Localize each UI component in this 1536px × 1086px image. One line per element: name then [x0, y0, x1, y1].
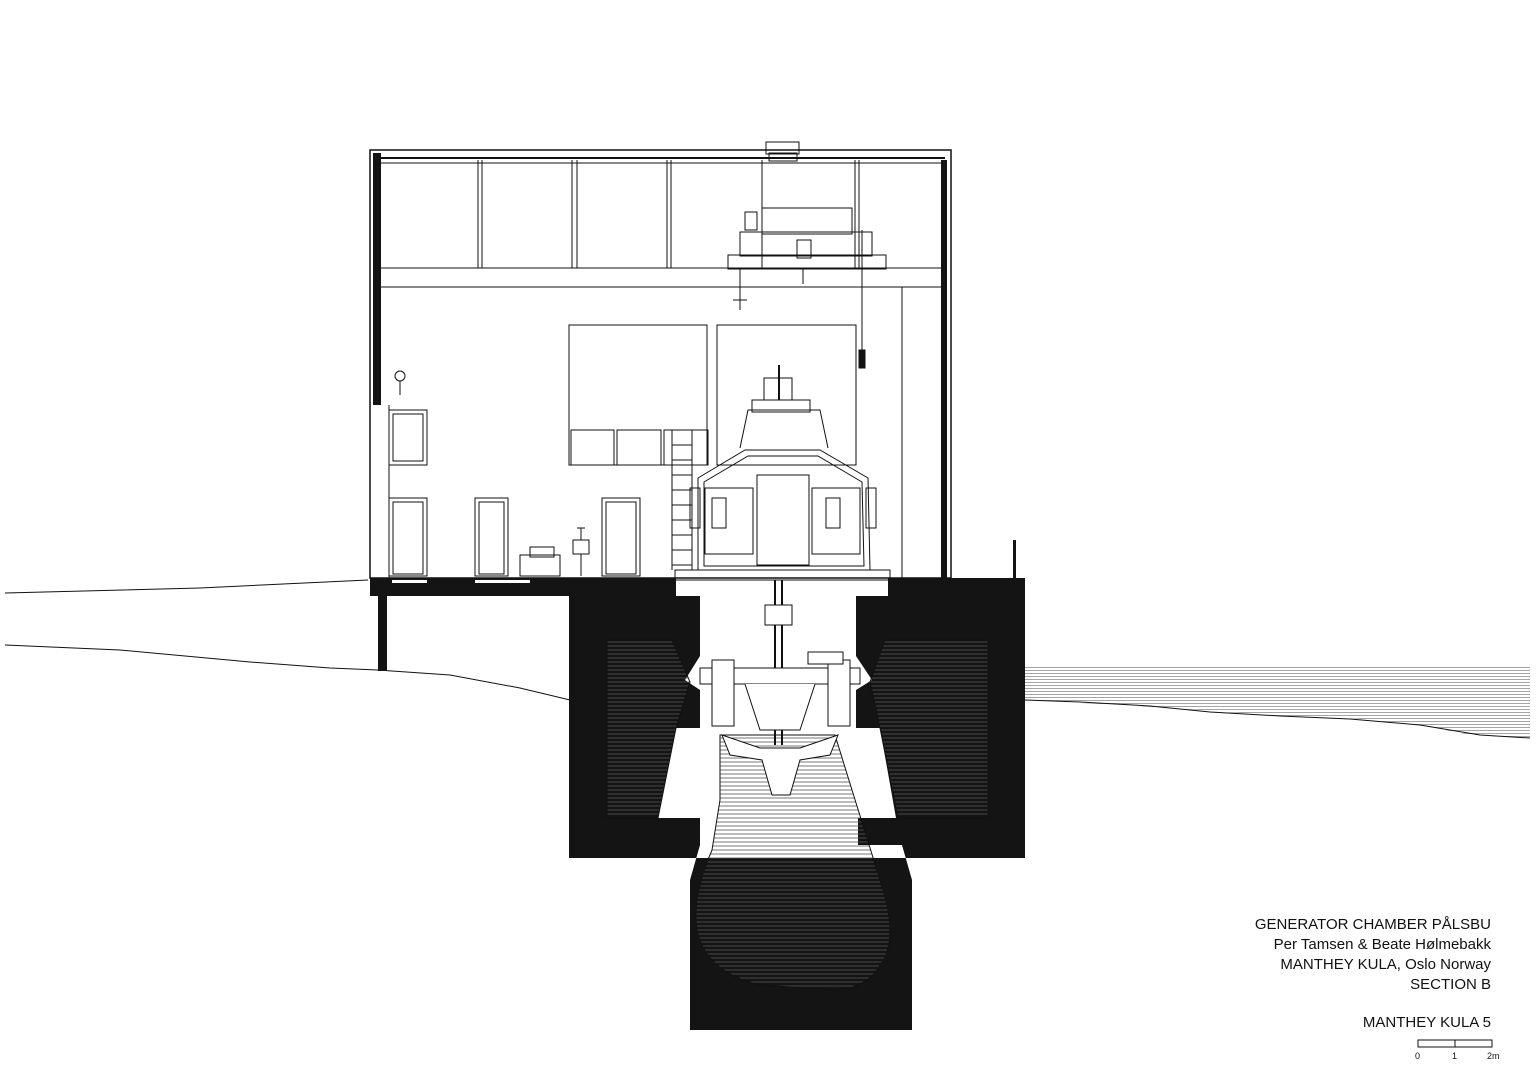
turbine	[699, 580, 861, 796]
scale-bar: 0 1 2m	[1415, 1039, 1500, 1061]
floor-slab	[370, 540, 1025, 671]
overhead-crane	[727, 207, 887, 369]
scale-label-1: 1	[1452, 1051, 1457, 1061]
architects: Per Tamsen & Beate Hølmebakk	[1273, 936, 1491, 953]
wall-panels	[568, 324, 857, 466]
scale-label-2m: 2m	[1487, 1051, 1500, 1061]
scale-label-0: 0	[1415, 1051, 1420, 1061]
terrain-left	[4, 579, 571, 701]
drawing-name: SECTION B	[1410, 976, 1491, 993]
roof-hatch	[765, 141, 800, 162]
small-equipment	[519, 527, 590, 577]
doors-windows	[388, 370, 641, 577]
stair	[671, 430, 693, 570]
water-right	[1024, 666, 1531, 739]
office-location: MANTHEY KULA, Oslo Norway	[1280, 956, 1491, 973]
concrete-foundation	[569, 596, 1025, 1030]
generator	[674, 365, 891, 581]
project-title: GENERATOR CHAMBER PÅLSBU	[1254, 916, 1491, 933]
title-block: GENERATOR CHAMBER PÅLSBU Per Tamsen & Be…	[1255, 915, 1491, 1033]
sheet-number: MANTHEY KULA 5	[1362, 1014, 1491, 1031]
